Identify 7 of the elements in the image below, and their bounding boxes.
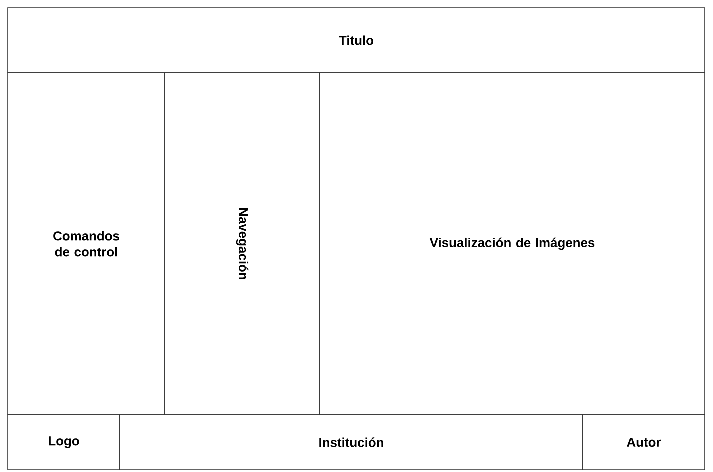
layout-region: Autor (582, 414, 706, 470)
layout-region: Titulo (8, 8, 706, 74)
layout-region: Navegación (164, 72, 320, 416)
layout-region: Comandos de control (8, 72, 166, 416)
layout-region: Visualización de Imágenes (320, 72, 706, 416)
layout-region: Institución (120, 414, 584, 470)
layout-region: Logo (8, 414, 120, 470)
